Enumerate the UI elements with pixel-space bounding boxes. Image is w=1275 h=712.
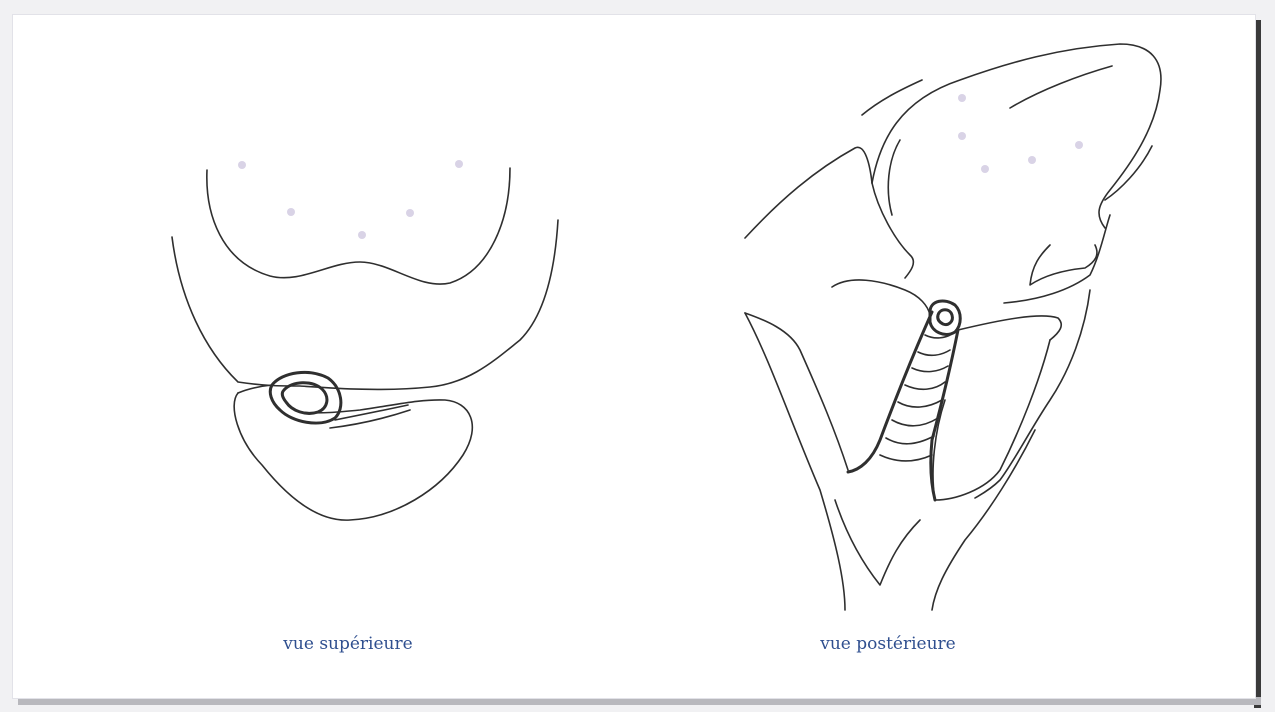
posterior-view-drawing xyxy=(745,44,1161,610)
dot-marker xyxy=(358,231,366,239)
superior-canal-outer-ring xyxy=(270,372,341,423)
dot-marker xyxy=(981,165,989,173)
superior-ledge-line xyxy=(335,405,408,420)
dot-marker xyxy=(1028,156,1036,164)
posterior-left-wing xyxy=(745,313,848,470)
superior-lower-lobe xyxy=(234,393,472,520)
superior-canal-inner-ring xyxy=(282,383,327,414)
dot-marker xyxy=(238,161,246,169)
superior-lower-lobe-top xyxy=(238,385,272,393)
caption-superior-view: vue supérieure xyxy=(228,634,468,654)
posterior-upper-curve xyxy=(862,80,922,115)
dot-marker xyxy=(287,208,295,216)
posterior-inner-fold-2 xyxy=(888,140,900,215)
dot-marker xyxy=(406,209,414,217)
posterior-tube-opening-outer xyxy=(930,301,960,334)
posterior-mid-curve xyxy=(1030,245,1097,285)
posterior-tube-ring xyxy=(892,418,938,426)
posterior-crest-line xyxy=(1010,66,1112,108)
superior-outer-contour xyxy=(172,220,558,389)
posterior-tube-ring xyxy=(918,350,950,355)
posterior-tube-opening-inner xyxy=(938,310,953,325)
posterior-right-edge xyxy=(932,430,1035,610)
dot-marker xyxy=(455,160,463,168)
posterior-top-outline xyxy=(872,44,1161,228)
posterior-tube-ring xyxy=(905,382,945,389)
dot-marker xyxy=(1075,141,1083,149)
posterior-right-fold xyxy=(1105,146,1152,200)
posterior-left-slope xyxy=(745,147,872,238)
posterior-saddle xyxy=(832,280,930,315)
dot-marker xyxy=(958,94,966,102)
posterior-center-edge xyxy=(835,500,920,585)
caption-posterior-view: vue postérieure xyxy=(768,634,1008,654)
posterior-inner-fold xyxy=(872,183,913,278)
posterior-right-shelf xyxy=(958,316,1061,340)
dot-marker xyxy=(958,132,966,140)
posterior-left-wing-edge xyxy=(745,313,845,610)
superior-upper-contour xyxy=(207,168,510,284)
posterior-tube-ring xyxy=(912,366,948,372)
superior-view-drawing xyxy=(172,160,558,520)
posterior-tube-left-wall xyxy=(848,312,932,472)
posterior-tube-ring xyxy=(898,400,942,407)
posterior-tube-ring xyxy=(880,455,932,461)
posterior-tube-ring xyxy=(886,436,934,444)
